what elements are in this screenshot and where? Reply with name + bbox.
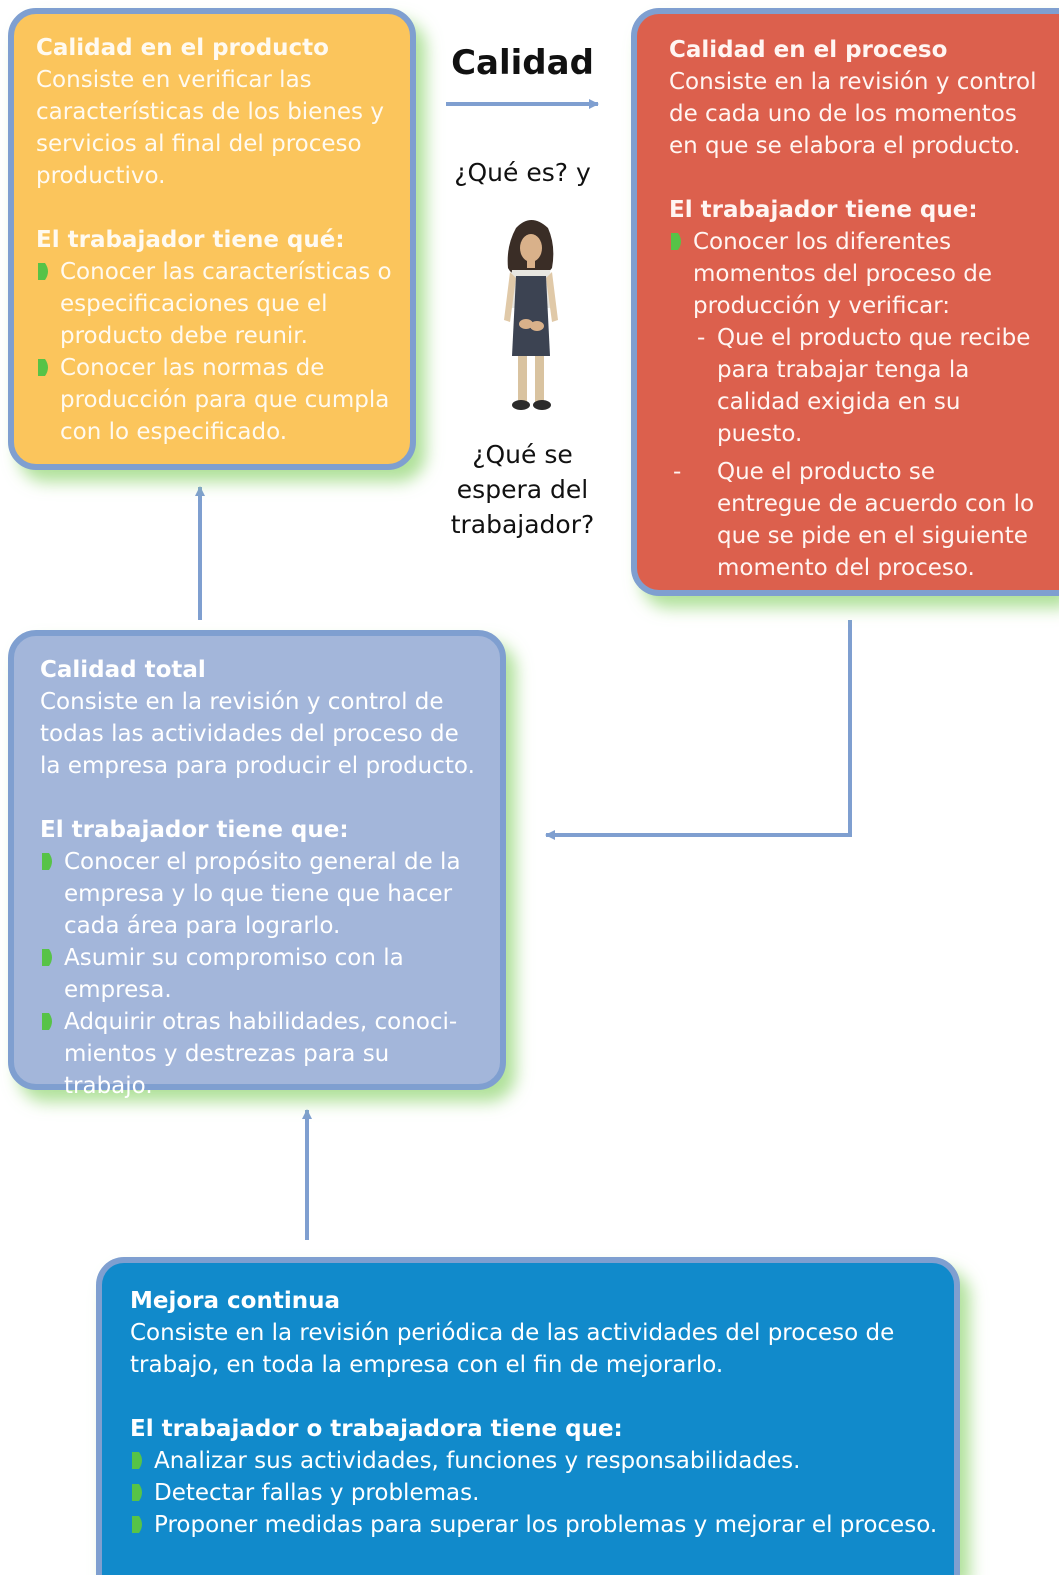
box-description: Consiste en la revisión y control de cad… <box>669 69 1037 159</box>
list-item: Conocer las normas de producción para qu… <box>36 352 392 448</box>
box-description: Consiste en la revisión periódica de las… <box>130 1320 895 1378</box>
box-subtitle: El trabajador tiene qué: <box>36 227 345 253</box>
dash-marker: - <box>673 459 682 485</box>
list-item: Conocer los diferentes momentos del proc… <box>669 226 1045 322</box>
box-title: Mejora continua <box>130 1288 340 1314</box>
list-item-text: Detectar fallas y problemas. <box>154 1480 480 1506</box>
list-item: Adquirir otras habilidades, conoci- mien… <box>40 1006 484 1102</box>
box-mejora-continua: Mejora continua Consiste en la revisión … <box>96 1257 960 1575</box>
bullet-icon <box>132 1452 142 1469</box>
requirement-list: Conocer las características o especifica… <box>36 256 392 448</box>
center-question-what: ¿Qué es? y <box>454 158 591 187</box>
arrow-proceso-to-total <box>545 620 852 840</box>
bullet-icon <box>42 949 52 966</box>
box-calidad-proceso: Calidad en el proceso Consiste en la rev… <box>631 8 1059 596</box>
dash-marker: - <box>697 325 706 351</box>
box-title: Calidad en el producto <box>36 35 329 61</box>
list-item-text: Conocer las normas de producción para qu… <box>60 355 390 445</box>
box-title: Calidad total <box>40 657 206 683</box>
center-question-expect: ¿Qué se espera del trabajador? <box>430 437 615 542</box>
list-item: Asumir su compromiso con la empresa. <box>40 942 484 1006</box>
list-item-text: Conocer el propósito general de la empre… <box>64 849 461 939</box>
box-title: Calidad en el proceso <box>669 37 948 63</box>
requirement-list: Conocer el propósito general de la empre… <box>40 846 484 1102</box>
list-item-text: Conocer los diferentes momentos del proc… <box>693 229 992 319</box>
list-item-text: Conocer las características o especifica… <box>60 259 392 349</box>
bullet-icon <box>132 1484 142 1501</box>
list-item-text: Proponer medidas para superar los proble… <box>154 1512 938 1538</box>
box-calidad-total: Calidad total Consiste en la revisión y … <box>8 630 506 1099</box>
list-item-text: Analizar sus actividades, funciones y re… <box>154 1448 801 1474</box>
worker-figure <box>504 220 558 410</box>
center-question-line: ¿Qué se <box>472 440 573 469</box>
box-description: Consiste en la revisión y control de tod… <box>40 689 475 779</box>
bullet-icon <box>42 1013 52 1030</box>
bullet-icon <box>38 359 48 376</box>
center-question-line: trabajador? <box>450 510 595 539</box>
sub-item-text: Que el producto se entregue de acuerdo c… <box>717 459 1035 581</box>
box-subtitle: El trabajador tiene que: <box>669 197 978 223</box>
sub-item: - Que el producto se entregue de acuerdo… <box>669 456 1045 584</box>
list-item: Detectar fallas y problemas. <box>130 1477 938 1509</box>
requirement-list: Analizar sus actividades, funciones y re… <box>130 1445 938 1541</box>
list-item: Analizar sus actividades, funciones y re… <box>130 1445 938 1477</box>
box-subtitle: El trabajador o trabajadora tiene que: <box>130 1416 623 1442</box>
list-item: Conocer las características o especifica… <box>36 256 392 352</box>
requirement-list: Conocer los diferentes momentos del proc… <box>669 226 1045 322</box>
box-description: Consiste en verificar las característica… <box>36 67 384 189</box>
box-subtitle: El trabajador tiene que: <box>40 817 349 843</box>
bullet-icon <box>671 233 681 250</box>
list-item: Proponer medidas para superar los proble… <box>130 1509 938 1541</box>
list-item-text: Asumir su compromiso con la empresa. <box>64 945 404 1003</box>
center-heading: Calidad <box>451 43 594 83</box>
list-item: Conocer el propósito general de la empre… <box>40 846 484 942</box>
bullet-icon <box>42 853 52 870</box>
center-question-line: espera del <box>456 475 589 504</box>
bullet-icon <box>38 263 48 280</box>
sub-item-text: Que el producto que recibe para trabajar… <box>717 325 1031 447</box>
box-calidad-producto: Calidad en el producto Consiste en verif… <box>8 8 416 470</box>
bullet-icon <box>132 1516 142 1533</box>
list-item-text: Adquirir otras habilidades, conoci- mien… <box>64 1009 458 1099</box>
sub-item: - Que el producto que recibe para trabaj… <box>669 322 1045 450</box>
